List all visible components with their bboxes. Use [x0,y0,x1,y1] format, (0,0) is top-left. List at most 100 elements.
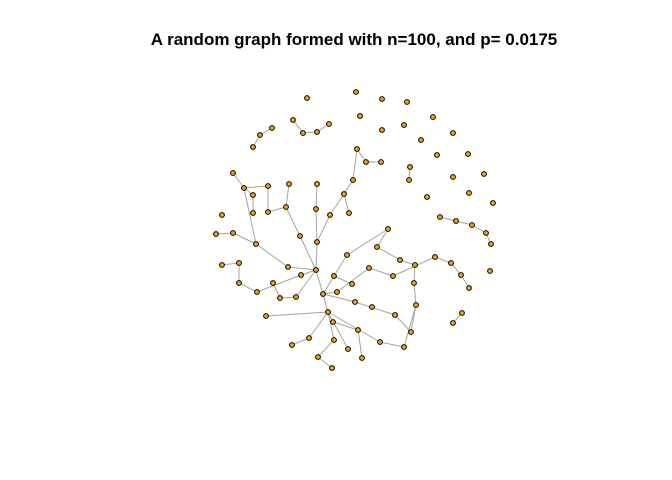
graph-edge [336,267,370,293]
graph-node [345,346,351,352]
graph-node [397,257,403,263]
graph-node [377,339,383,345]
graph-node [359,355,365,361]
graph-edge [376,228,389,248]
graph-node [366,265,372,271]
graph-node [253,241,259,247]
graph-node [250,192,256,198]
graph-edge [354,301,396,316]
graph-node [458,272,464,278]
graph-edge [357,329,363,359]
graph-node [298,272,304,278]
graph-node [355,327,361,333]
graph-edge [287,266,317,271]
graph-node [326,121,332,127]
graph-edge [243,185,269,189]
graph-node [283,204,289,210]
graph-node [424,194,430,200]
graph-edge [403,304,417,348]
graph-edge [413,282,417,306]
graph-node [363,159,369,165]
graph-node [344,252,350,258]
graph-node [236,280,242,286]
graph-node [230,230,236,236]
graph-node [401,344,407,350]
plot-title: A random graph formed with n=100, and p=… [150,30,558,49]
graph-node [300,130,306,136]
graph-edge [352,148,358,181]
graph-edge [343,193,350,214]
graph-node [286,181,292,187]
graph-edge [291,337,310,346]
graph-node [378,159,384,165]
graph-node [265,209,271,215]
graph-node [412,262,418,268]
graph-node [250,210,256,216]
graph-node [459,310,465,316]
graph-node [390,273,396,279]
graph-edge [238,282,258,293]
graph-edge [317,339,335,358]
graph-node [219,262,225,268]
graph-edge [256,274,302,293]
graph-node [450,174,456,180]
graph-node [329,365,335,371]
graph-node [450,130,456,136]
graph-node [313,267,319,273]
graph-node [466,285,472,291]
graph-node [236,260,242,266]
graph-edge [327,311,349,350]
graph-node [314,181,320,187]
graph-node [285,264,291,270]
graph-node [330,319,336,325]
graph-node [406,177,412,183]
graph-node [385,226,391,232]
graph-node [450,320,456,326]
graph-edge [329,193,345,216]
graph-node [418,137,424,143]
graph-node [250,144,256,150]
graph-node [430,114,436,120]
graph-node [219,212,225,218]
graph-edge [315,208,318,243]
graph-edge [315,241,318,271]
graph-node [313,206,319,212]
graph-node [481,171,487,177]
graph-node [354,146,360,152]
graph-node [352,299,358,305]
graph-node [334,289,340,295]
graph-node [434,152,440,158]
graph-node [374,244,380,250]
graph-node [241,185,247,191]
graph-node [349,281,355,287]
graph-edge [316,214,331,243]
graph-node [401,122,407,128]
graph-edge [368,267,394,277]
graph-node [448,260,454,266]
graph-edge [232,232,257,245]
graph-edge [327,311,381,343]
graph-node [437,214,443,220]
graph-node [488,241,494,247]
graph-edge [322,275,335,295]
graph-edge [379,341,405,348]
graph-edge [333,254,348,277]
graph-node [314,129,320,135]
graph-node [341,191,347,197]
graph-edge [255,243,289,268]
graph-node [408,329,414,335]
graph-node [270,280,276,286]
graph-node [413,302,419,308]
graph-edge [267,206,287,213]
graph-edge [346,228,389,256]
graph-node [290,117,296,123]
graph-edge [308,311,329,339]
graph-edge [317,356,333,369]
graph-node [230,170,236,176]
graph-node [346,210,352,216]
graph-node [277,295,283,301]
graph-node [411,280,417,286]
graph-node [407,164,413,170]
graph-node [314,239,320,245]
graph-node [297,233,303,239]
